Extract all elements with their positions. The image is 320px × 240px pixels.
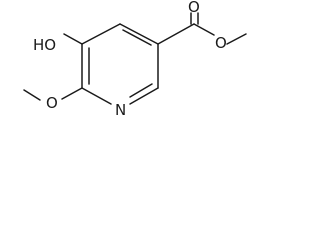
bond-c4-c5 — [119, 23, 159, 45]
bond-c5-carbonyl-c — [157, 23, 195, 45]
bond-c2-o-methoxy — [61, 87, 83, 100]
bond-c4-c5-inner — [122, 29, 152, 46]
methoxy-oxygen-label: O — [46, 94, 58, 112]
ester-oxygen-label: O — [215, 34, 227, 52]
bond-carbonyl-c-ester-o — [193, 23, 215, 36]
ring-nitrogen-label: N — [115, 101, 126, 119]
hydroxyl-label: HO — [33, 36, 56, 54]
bond-o-methyl — [23, 89, 41, 101]
carbonyl-oxygen-label: O — [188, 0, 200, 16]
bond-n1-c2 — [81, 87, 112, 105]
chemical-structure-diagram: HO N O O O — [23, 0, 247, 119]
pyridine-ring — [81, 23, 159, 105]
structure-canvas: HO N O O O — [0, 0, 250, 138]
bond-c6-n1 — [129, 87, 159, 105]
bond-c3-oh — [63, 33, 83, 45]
bond-c3-c4 — [81, 23, 121, 45]
bond-ester-o-methyl — [226, 33, 247, 45]
bond-c6-n1-inner — [129, 83, 153, 98]
